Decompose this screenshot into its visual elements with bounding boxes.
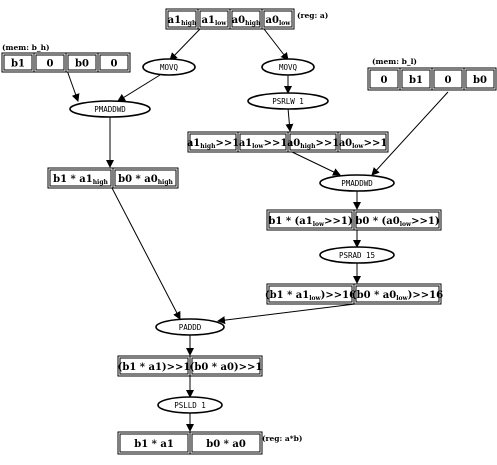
svg-text:0: 0	[445, 75, 452, 86]
svg-text:b1: b1	[409, 75, 423, 86]
edge-psrad-row-paddd	[217, 303, 356, 325]
result-cell-1: b0 * a0	[189, 431, 263, 455]
psrad-result-row: (b1 * a1low)>>16(b0 * a0low)>>16	[265, 283, 443, 305]
mem-bl-row: 0 b1 0 b0	[367, 67, 497, 91]
op-pslld: PSLLD 1	[157, 396, 223, 414]
reg-a-cell-3: a0low	[261, 8, 295, 30]
svg-text:(b1 * a1)>>1: (b1 * a1)>>1	[118, 362, 191, 373]
shift-cell-2: a0high>>1	[287, 131, 339, 153]
reg-a-row: a1high a1low a0high a0low	[165, 8, 295, 30]
reg-a-cell-0: a1high	[165, 8, 199, 30]
right-product-cell-1: b0 * (a0low>>1)	[353, 209, 442, 231]
svg-text:(b0 * a0low)>>16: (b0 * a0low)>>16	[352, 290, 443, 302]
left-product-cell-1: b0 * a0high	[112, 167, 179, 189]
mem-bh-cell-3: 0	[97, 52, 131, 73]
edge-bl-pmaddwd-right	[371, 91, 449, 176]
reg-a-cell-2: a0high	[229, 8, 263, 30]
mem-bl-cell-2: 0	[431, 67, 465, 91]
edge-psrlw-shift	[285, 107, 294, 132]
edges	[63, 28, 449, 432]
sum-cell-1: (b0 * a0)>>1	[189, 355, 263, 377]
psrad-result-cell-0: (b1 * a1low)>>16	[265, 283, 356, 305]
result-cell-0: b1 * a1	[117, 431, 191, 455]
svg-text:a1low: a1low	[202, 15, 228, 27]
note-reg-ab: (reg: a*b)	[262, 434, 302, 443]
right-product-row: b1 * (a1low>>1)b0 * (a0low>>1)	[266, 209, 442, 231]
svg-text:MOVQ: MOVQ	[160, 63, 179, 72]
svg-text:b0 * a0high: b0 * a0high	[118, 174, 173, 186]
svg-text:b0 * (a0low>>1): b0 * (a0low>>1)	[355, 216, 439, 228]
op-pmaddwd-right: PMADDWD	[319, 174, 395, 192]
mem-bl-cell-0: 0	[367, 67, 401, 91]
sum-row: (b1 * a1)>>1(b0 * a0)>>1	[117, 355, 263, 377]
svg-text:0: 0	[47, 59, 54, 70]
psrad-result-cell-1: (b0 * a0low)>>16	[352, 283, 443, 305]
shift-cell-1: a1low>>1	[237, 131, 289, 153]
mem-bh-cell-0: b1	[1, 52, 35, 73]
svg-text:a0low: a0low	[266, 15, 292, 27]
op-psrlw: PSRLW 1	[247, 92, 329, 110]
svg-text:b1 * a1: b1 * a1	[134, 439, 174, 450]
reg-a-cell-1: a1low	[197, 8, 231, 30]
mem-bl-cell-1: b1	[399, 67, 433, 91]
op-movq-left: MOVQ	[142, 58, 196, 76]
svg-text:PSLLD 1: PSLLD 1	[174, 401, 206, 410]
edge-shift-pmaddwd-right	[289, 150, 341, 176]
svg-text:b0: b0	[473, 75, 487, 86]
svg-text:0: 0	[111, 59, 118, 70]
edge-left-product-paddd	[111, 187, 181, 320]
right-product-cell-0: b1 * (a1low>>1)	[266, 209, 355, 231]
svg-text:(b0 * a0)>>1: (b0 * a0)>>1	[190, 362, 263, 373]
svg-text:PMADDWD: PMADDWD	[341, 179, 373, 188]
edge-movq-pmaddwd-left	[117, 74, 161, 102]
svg-text:a1low>>1: a1low>>1	[239, 138, 288, 150]
svg-text:PADDD: PADDD	[179, 323, 202, 332]
svg-text:MOVQ: MOVQ	[279, 63, 298, 72]
mem-bh-row: b1 0 b0 0	[1, 52, 131, 73]
svg-text:PSRLW 1: PSRLW 1	[272, 97, 304, 106]
svg-text:a0high: a0high	[232, 15, 261, 27]
mem-bl-cell-3: b0	[463, 67, 497, 91]
svg-text:(b1 * a1low)>>16: (b1 * a1low)>>16	[265, 290, 356, 302]
svg-text:b1 * (a1low>>1): b1 * (a1low>>1)	[268, 216, 352, 228]
sum-cell-0: (b1 * a1)>>1	[117, 355, 191, 377]
op-psrad: PSRAD 15	[319, 246, 395, 264]
op-paddd: PADDD	[155, 318, 225, 336]
svg-text:b1: b1	[11, 59, 25, 70]
note-mem-bh: (mem: b_h)	[2, 43, 50, 52]
note-mem-bl: (mem: b_l)	[372, 57, 417, 66]
svg-text:b0 * a0: b0 * a0	[206, 439, 246, 450]
result-row: b1 * a1 b0 * a0	[117, 431, 263, 455]
svg-text:PMADDWD: PMADDWD	[94, 105, 126, 114]
svg-text:a1high: a1high	[168, 15, 197, 27]
op-pmaddwd-left: PMADDWD	[69, 100, 151, 118]
svg-text:a1high>>1: a1high>>1	[187, 138, 239, 150]
svg-text:a0high>>1: a0high>>1	[287, 138, 339, 150]
svg-text:0: 0	[381, 75, 388, 86]
mem-bh-cell-1: 0	[33, 52, 67, 73]
left-product-row: b1 * a1high b0 * a0high	[47, 167, 179, 189]
svg-text:PSRAD 15: PSRAD 15	[339, 251, 375, 260]
left-product-cell-0: b1 * a1high	[47, 167, 114, 189]
shift-cell-3: a0low>>1	[337, 131, 389, 153]
edge-rega-movq-left	[169, 28, 201, 61]
op-movq-right: MOVQ	[261, 58, 315, 76]
svg-text:b0: b0	[75, 59, 89, 70]
note-reg-a: (reg: a)	[297, 11, 328, 20]
edge-rega-movq-right	[263, 28, 289, 61]
shift-cell-0: a1high>>1	[187, 131, 239, 153]
mem-bh-cell-2: b0	[65, 52, 99, 73]
svg-text:b1 * a1high: b1 * a1high	[53, 174, 108, 186]
svg-text:a0low>>1: a0low>>1	[339, 138, 388, 150]
